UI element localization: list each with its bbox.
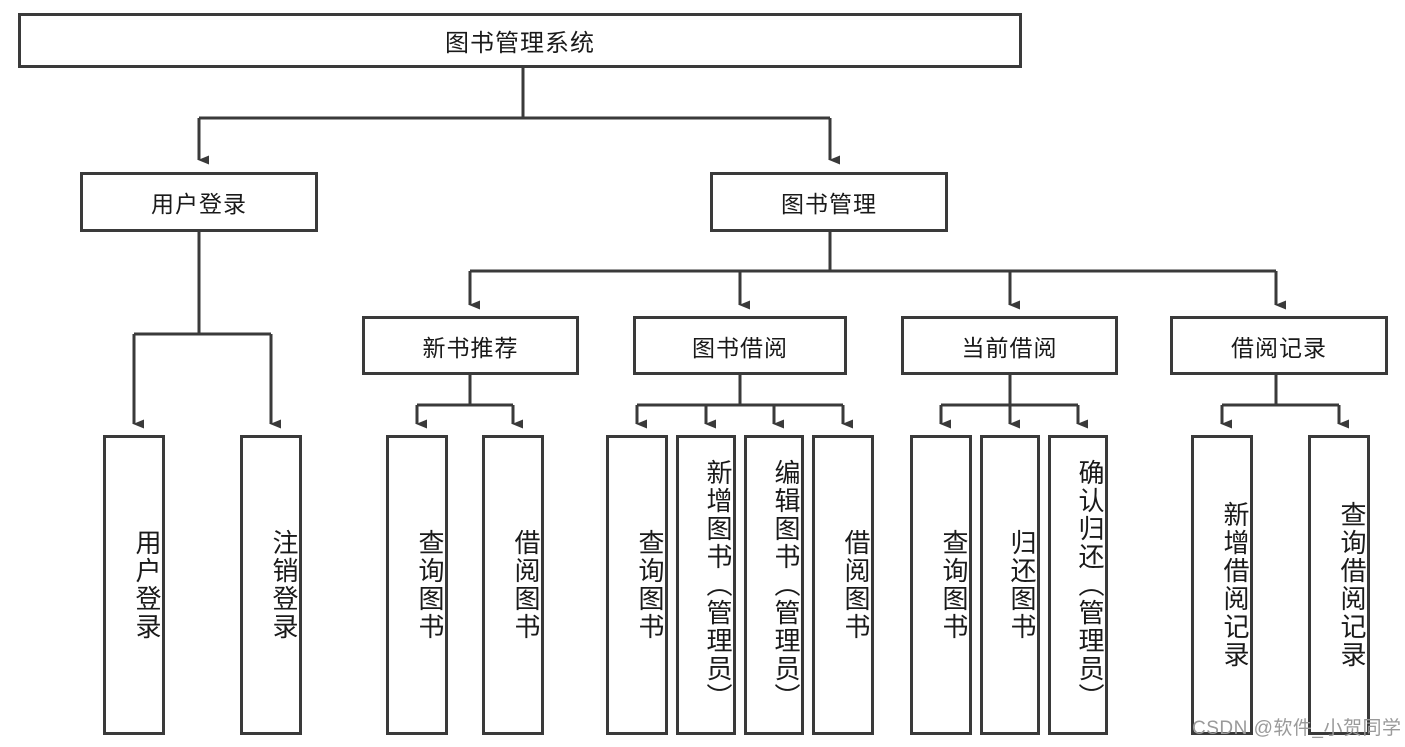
leaf-label: 确认归还（管理员） — [1075, 459, 1105, 711]
leaf-book-borrow-edit[interactable]: 编辑图书（管理员） — [744, 435, 804, 735]
node-current-borrow-label: 当前借阅 — [961, 334, 1058, 361]
leaf-book-borrow-borrow[interactable]: 借阅图书 — [812, 435, 874, 735]
leaf-user-login-login[interactable]: 用户登录 — [103, 435, 165, 735]
leaf-label: 借阅图书 — [511, 529, 541, 641]
node-current-borrow[interactable]: 当前借阅 — [901, 316, 1118, 375]
leaf-label: 查询图书 — [939, 529, 969, 641]
node-book-borrow[interactable]: 图书借阅 — [633, 316, 847, 375]
leaf-label: 查询图书 — [415, 529, 445, 641]
leaf-book-borrow-query[interactable]: 查询图书 — [606, 435, 668, 735]
node-new-book-recommend[interactable]: 新书推荐 — [362, 316, 579, 375]
leaf-current-borrow-return[interactable]: 归还图书 — [980, 435, 1040, 735]
leaf-label: 借阅图书 — [841, 529, 871, 641]
leaf-label: 归还图书 — [1007, 529, 1037, 641]
leaf-current-borrow-confirm-return[interactable]: 确认归还（管理员） — [1048, 435, 1108, 735]
leaf-label: 新增图书（管理员） — [703, 459, 733, 711]
leaf-label: 新增借阅记录 — [1220, 501, 1250, 669]
leaf-borrow-record-add[interactable]: 新增借阅记录 — [1191, 435, 1253, 735]
node-root[interactable]: 图书管理系统 — [18, 13, 1022, 68]
node-user-login-label: 用户登录 — [151, 191, 247, 217]
node-borrow-record-label: 借阅记录 — [1231, 334, 1327, 361]
csdn-watermark: CSDN @软件_小贺同学 — [1192, 718, 1402, 739]
node-book-management-label: 图书管理 — [781, 191, 877, 217]
node-book-borrow-label: 图书借阅 — [692, 334, 788, 361]
leaf-user-login-logout[interactable]: 注销登录 — [240, 435, 302, 735]
leaf-label: 注销登录 — [269, 529, 299, 641]
leaf-label: 编辑图书（管理员） — [771, 459, 801, 711]
leaf-new-book-query[interactable]: 查询图书 — [386, 435, 448, 735]
node-borrow-record[interactable]: 借阅记录 — [1170, 316, 1388, 375]
leaf-label: 用户登录 — [132, 529, 162, 641]
node-book-management[interactable]: 图书管理 — [710, 172, 948, 232]
node-new-book-recommend-label: 新书推荐 — [422, 334, 519, 361]
node-user-login[interactable]: 用户登录 — [80, 172, 318, 232]
leaf-label: 查询借阅记录 — [1337, 501, 1367, 669]
leaf-book-borrow-add[interactable]: 新增图书（管理员） — [676, 435, 736, 735]
leaf-new-book-borrow[interactable]: 借阅图书 — [482, 435, 544, 735]
leaf-current-borrow-query[interactable]: 查询图书 — [910, 435, 972, 735]
leaf-borrow-record-query[interactable]: 查询借阅记录 — [1308, 435, 1370, 735]
node-root-label: 图书管理系统 — [445, 30, 595, 57]
leaf-label: 查询图书 — [635, 529, 665, 641]
